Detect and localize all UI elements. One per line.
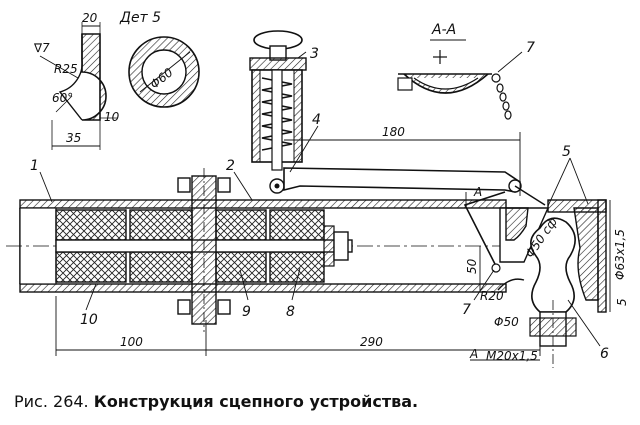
dim-m20: М20х1,5	[486, 349, 538, 363]
caption-title: Конструкция сцепного устройства.	[93, 392, 419, 411]
label-8: 8	[286, 304, 295, 320]
label-3: 3	[310, 46, 319, 62]
section-a-a	[397, 39, 523, 120]
leader-lines	[39, 51, 601, 347]
dim-50-vertical: 50	[465, 258, 479, 274]
label-4: 4	[312, 112, 321, 128]
dim-5: 5	[615, 298, 629, 306]
dim-phi63: Φ63х1,5	[613, 229, 627, 280]
detail-dim-r25: R25	[54, 62, 78, 76]
dimension-lines	[55, 132, 611, 361]
detail-dim-35: 35	[66, 131, 81, 145]
rubber-buffers	[55, 209, 353, 283]
section-title: А-А	[431, 22, 456, 38]
lever-arm	[283, 167, 546, 273]
label-7-section: 7	[526, 40, 535, 56]
dim-phi50: Φ50	[494, 315, 519, 329]
label-10: 10	[80, 312, 98, 328]
section-mark-a-bottom: А	[469, 347, 478, 361]
detail-finish-mark: ∇7	[33, 41, 50, 55]
caption-prefix: Рис. 264.	[14, 392, 89, 411]
detail-dim-20: 20	[82, 11, 98, 25]
coupling-head	[497, 199, 607, 368]
label-2: 2	[226, 158, 235, 174]
detail-5-ring	[128, 36, 200, 108]
section-mark-a-top: А	[473, 185, 482, 199]
dim-290: 290	[360, 335, 383, 349]
figure-caption: Рис. 264. Конструкция сцепного устройств…	[14, 392, 418, 411]
handle-and-spring	[249, 30, 307, 194]
flange-and-bolts	[177, 168, 231, 332]
label-5: 5	[562, 144, 571, 160]
dim-100: 100	[120, 335, 143, 349]
label-6: 6	[600, 346, 609, 362]
detail-dim-10: 10	[104, 110, 120, 124]
detail-dim-60deg: 60°	[52, 91, 73, 105]
label-1: 1	[30, 158, 39, 174]
dim-r20: R20	[480, 289, 504, 303]
dim-180: 180	[382, 125, 405, 139]
label-9: 9	[242, 304, 251, 320]
detail-title: Дет 5	[119, 10, 161, 26]
detail-5-profile	[39, 22, 118, 150]
label-7-main: 7	[462, 302, 471, 318]
